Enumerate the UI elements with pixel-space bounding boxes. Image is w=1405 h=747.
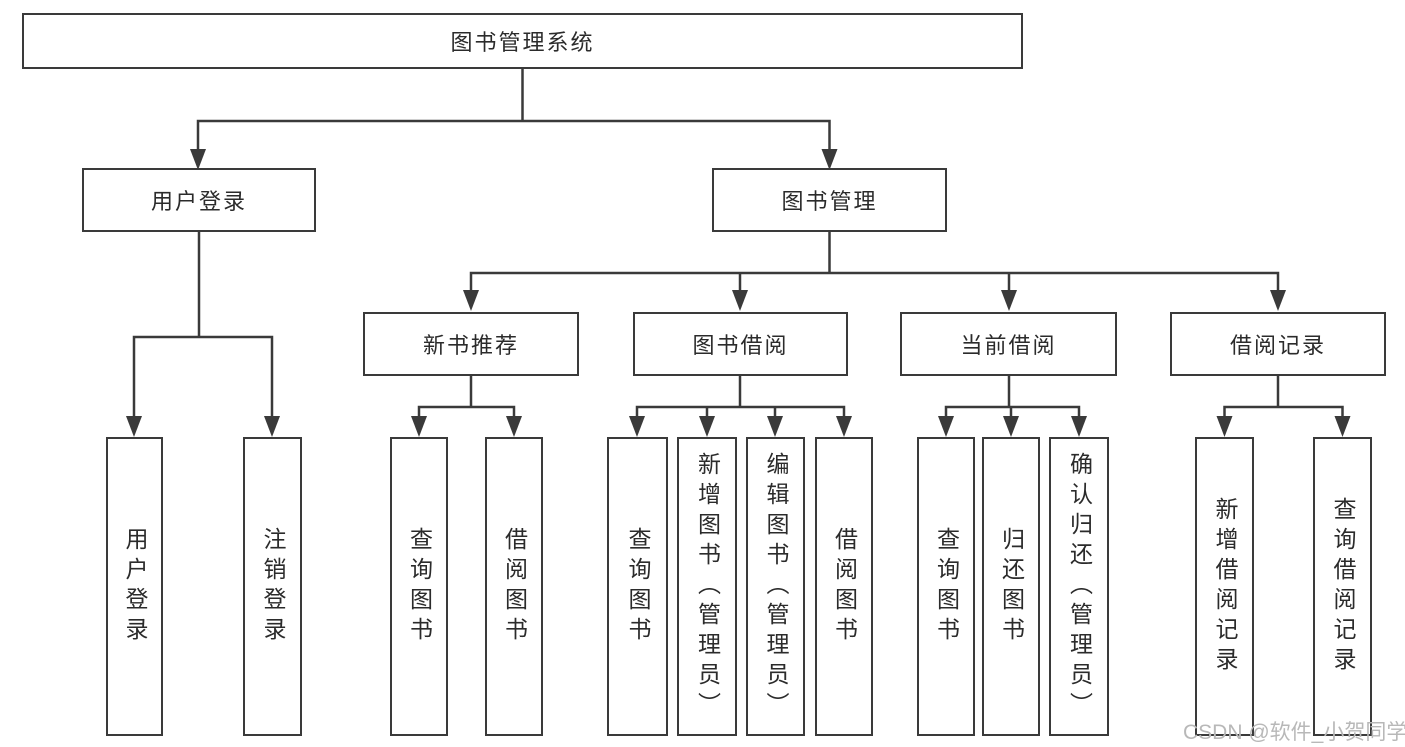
leaf-borrowing-query-books-label: 查询图书 [625,526,651,647]
leaf-add-borrow-record-label: 新增借阅记录 [1212,496,1238,677]
csdn-watermark: CSDN @软件_小贺同学 [1183,721,1405,744]
node-user-login-label: 用户登录 [150,189,247,214]
leaf-borrowing-borrow-books-label: 借阅图书 [831,526,858,647]
leaf-recommend-borrow-books-label: 借阅图书 [501,526,528,647]
leaf-query-borrow-record-label: 查询借阅记录 [1330,496,1356,677]
node-book-borrowing: 图书借阅 [633,312,848,376]
node-borrow-records: 借阅记录 [1170,312,1386,376]
leaf-current-query-books-label: 查询图书 [933,526,960,647]
leaf-confirm-return-admin-label: 确认归还（管理员） [1066,451,1093,722]
leaf-edit-books-admin-label: 编辑图书（管理员） [763,451,789,722]
leaf-add-books-admin-label: 新增图书（管理员） [694,451,721,722]
leaf-add-books-admin: 新增图书（管理员） [677,437,737,736]
leaf-user-login: 用户登录 [106,437,163,736]
leaf-logout-label: 注销登录 [260,526,286,647]
leaf-recommend-query-books: 查询图书 [390,437,448,736]
node-current-borrowing-label: 当前借阅 [960,333,1057,358]
leaf-recommend-query-books-label: 查询图书 [406,526,433,647]
leaf-add-borrow-record: 新增借阅记录 [1195,437,1254,736]
leaf-edit-books-admin: 编辑图书（管理员） [746,437,805,736]
leaf-borrowing-borrow-books: 借阅图书 [815,437,873,736]
leaf-current-query-books: 查询图书 [917,437,975,736]
leaf-logout: 注销登录 [243,437,302,736]
arrowheads [126,149,1351,437]
leaf-return-books-label: 归还图书 [998,526,1025,647]
node-book-management-label: 图书管理 [781,189,878,214]
leaf-confirm-return-admin: 确认归还（管理员） [1049,437,1109,736]
node-borrow-records-label: 借阅记录 [1229,333,1326,358]
node-book-management: 图书管理 [712,168,947,232]
node-user-login: 用户登录 [82,168,316,232]
node-new-book-recommend: 新书推荐 [363,312,579,376]
node-new-book-recommend-label: 新书推荐 [422,333,519,358]
node-current-borrowing: 当前借阅 [900,312,1117,376]
leaf-recommend-borrow-books: 借阅图书 [485,437,543,736]
leaf-query-borrow-record: 查询借阅记录 [1313,437,1372,736]
node-root-system: 图书管理系统 [22,13,1023,69]
node-book-borrowing-label: 图书借阅 [692,333,789,358]
leaf-borrowing-query-books: 查询图书 [607,437,668,736]
leaf-return-books: 归还图书 [982,437,1040,736]
leaf-user-login-label: 用户登录 [122,526,148,647]
node-root-label: 图书管理系统 [450,30,595,55]
